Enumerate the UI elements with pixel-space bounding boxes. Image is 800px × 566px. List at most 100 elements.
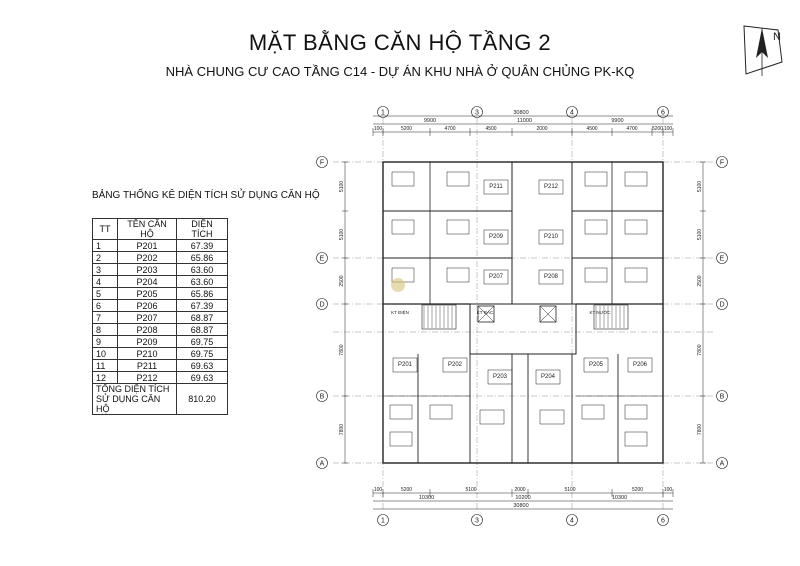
fixture-outline xyxy=(624,431,648,447)
dimension-span: 100 xyxy=(374,126,383,132)
axis-bubble xyxy=(716,252,728,264)
dimension-span: 5100 xyxy=(339,181,345,192)
dimension-span: 5200 xyxy=(652,126,663,132)
dimension-span: 4700 xyxy=(626,126,637,132)
apartment-tag xyxy=(483,229,509,245)
axis-bubble xyxy=(716,156,728,168)
apartment-label: P212 xyxy=(544,184,559,190)
axis-bubble xyxy=(471,514,483,526)
elevator-cross xyxy=(539,305,557,323)
dimension-span: 5200 xyxy=(632,487,643,493)
axis-bubble xyxy=(566,106,578,118)
axis-bubble xyxy=(316,298,328,310)
area-table-title: BẢNG THỐNG KÊ DIỆN TÍCH SỬ DỤNG CĂN HỘ xyxy=(92,190,320,201)
dimension-span: 5100 xyxy=(564,487,575,493)
building-outline xyxy=(382,161,664,464)
apartment-tag xyxy=(538,179,564,195)
axis-bubble xyxy=(657,106,669,118)
fixture-outline xyxy=(584,267,608,283)
axis-bubble xyxy=(716,390,728,402)
room-label: KT RÁC xyxy=(477,309,494,315)
axis-bubble xyxy=(316,252,328,264)
fixture-outline xyxy=(581,404,605,420)
axis-label: D xyxy=(719,302,724,309)
fixture-outline xyxy=(479,409,505,425)
axis-bubble xyxy=(316,156,328,168)
axis-label: 3 xyxy=(475,518,479,525)
dimension-span: 5100 xyxy=(697,229,703,240)
axis-bubble xyxy=(566,514,578,526)
room-label: KT NƯỚC xyxy=(589,309,611,315)
stair-outline xyxy=(421,304,457,330)
apartment-label: P205 xyxy=(589,362,604,368)
apartment-tag xyxy=(583,357,609,373)
axis-label: 4 xyxy=(570,518,574,525)
dimension-span: 7800 xyxy=(697,344,703,355)
dimension-span: 4500 xyxy=(586,126,597,132)
dimension-span: 100 xyxy=(664,487,673,493)
apartment-label: P204 xyxy=(541,374,556,380)
dimension-overall: 30800 xyxy=(513,503,528,509)
dimension-span: 5100 xyxy=(339,229,345,240)
axis-label: A xyxy=(720,461,725,468)
dimension-group: 9900 xyxy=(424,118,436,124)
apartment-tag xyxy=(392,357,418,373)
dimension-span: 5200 xyxy=(401,487,412,493)
apartment-tag xyxy=(483,269,509,285)
dimension-group: 10200 xyxy=(515,495,530,501)
axis-label: F xyxy=(320,160,324,167)
apartment-label: P211 xyxy=(489,184,503,190)
dimension-span: 4700 xyxy=(444,126,455,132)
fixture-outline xyxy=(446,171,470,187)
dimension-span: 2000 xyxy=(536,126,547,132)
dimension-span: 7800 xyxy=(697,424,703,435)
north-arrow-icon: N xyxy=(743,25,783,76)
dimension-span: 4500 xyxy=(485,126,496,132)
fixture-outline xyxy=(539,409,565,425)
fixture-outline xyxy=(624,267,648,283)
dimension-span: 5200 xyxy=(401,126,412,132)
fixture-outline xyxy=(624,171,648,187)
dimension-span: 100 xyxy=(374,487,383,493)
fixture-outline xyxy=(391,171,415,187)
dimension-span: 5100 xyxy=(465,487,476,493)
apartment-label: P207 xyxy=(489,274,504,280)
apartment-label: P209 xyxy=(489,234,504,240)
apartment-label: P203 xyxy=(493,374,508,380)
apartment-tag xyxy=(535,369,561,385)
fixture-outline xyxy=(446,267,470,283)
dimension-span: 7800 xyxy=(339,424,345,435)
axis-label: 6 xyxy=(661,518,665,525)
fixture-outline xyxy=(446,219,470,235)
decor-mark xyxy=(391,278,405,292)
dimension-span: 100 xyxy=(664,126,673,132)
axis-bubble xyxy=(716,298,728,310)
dimension-span: 2500 xyxy=(697,275,703,286)
dimension-group: 11000 xyxy=(517,118,532,124)
apartment-tag xyxy=(487,369,513,385)
dimension-span: 2500 xyxy=(339,275,345,286)
apartment-label: P201 xyxy=(398,362,413,368)
axis-bubble xyxy=(316,457,328,469)
fixture-outline xyxy=(389,431,413,447)
apartment-tag xyxy=(627,357,653,373)
total-label: TỔNG DIỆN TÍCH SỬ DỤNG CĂN HỘ xyxy=(92,383,177,415)
axis-bubble xyxy=(716,457,728,469)
page-subtitle: NHÀ CHUNG CƯ CAO TẦNG C14 - DỰ ÁN KHU NH… xyxy=(165,64,635,79)
apartment-tag xyxy=(538,229,564,245)
axis-label: E xyxy=(720,256,725,263)
axis-label: F xyxy=(720,160,724,167)
axis-bubble xyxy=(657,514,669,526)
dimension-group: 9900 xyxy=(611,118,623,124)
axis-label: B xyxy=(720,394,725,401)
axis-bubble xyxy=(377,514,389,526)
axis-bubble xyxy=(377,106,389,118)
apartment-tag xyxy=(483,179,509,195)
